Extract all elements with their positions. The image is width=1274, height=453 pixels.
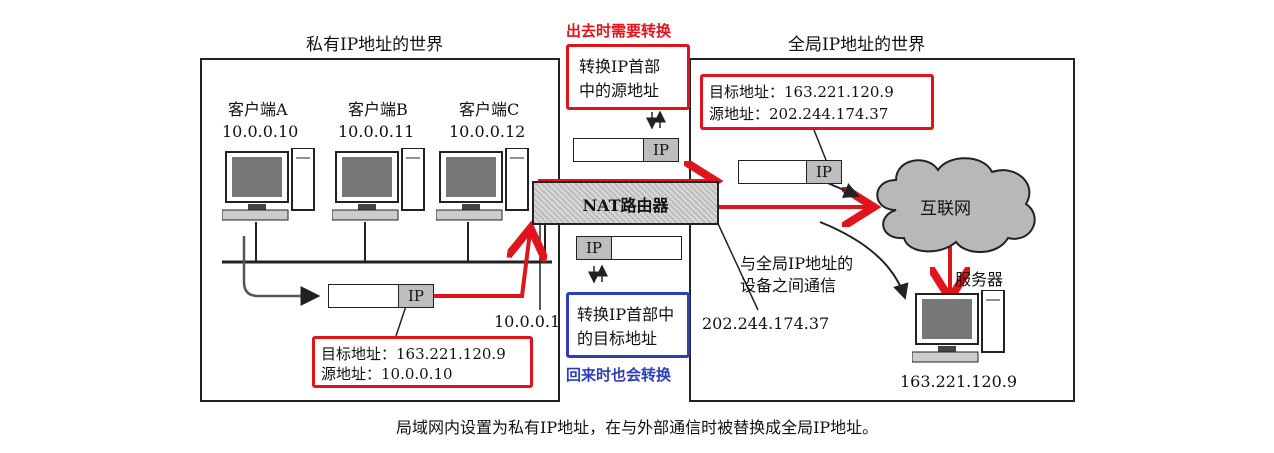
server-label: 服务器 (955, 270, 1004, 289)
outgoing-packet: IP (573, 138, 679, 162)
internet-cloud: 互联网 (866, 150, 1046, 264)
outgoing-line2: 中的源地址 (579, 81, 660, 100)
private-world-title: 私有IP地址的世界 (306, 35, 444, 55)
global-src-address: 源地址：202.244.174.37 (709, 105, 889, 123)
nat-router: NAT路由器 (532, 181, 719, 225)
client-b-label: 客户端B (348, 100, 408, 119)
global-packet: IP (738, 160, 842, 184)
outgoing-conversion-box: 转换IP首部 中的源地址 (566, 44, 690, 110)
ip-header-label: IP (806, 161, 841, 183)
comm-note-line2: 设备之间通信 (740, 276, 837, 295)
private-packet: IP (328, 284, 434, 308)
ip-header-label: IP (398, 285, 433, 307)
client-c-ip: 10.0.0.12 (449, 122, 526, 141)
diagram-caption: 局域网内设置为私有IP地址，在与外部通信时被替换成全局IP地址。 (396, 418, 879, 437)
client-b-ip: 10.0.0.11 (338, 122, 415, 141)
private-src-address: 源地址：10.0.0.10 (321, 365, 453, 383)
incoming-conversion-box: 转换IP首部中 的目标地址 (566, 292, 690, 358)
client-c-label: 客户端C (459, 100, 520, 119)
client-a-label: 客户端A (228, 100, 288, 119)
computer-icon (331, 147, 428, 232)
router-inner-ip: 10.0.0.1 (494, 312, 561, 331)
global-dst-address: 目标地址：163.221.120.9 (709, 83, 894, 101)
outgoing-line1: 转换IP首部 (579, 57, 661, 76)
global-world-title: 全局IP地址的世界 (788, 35, 926, 55)
client-a-ip: 10.0.0.10 (222, 122, 299, 141)
internet-label: 互联网 (920, 199, 971, 219)
comm-note-line1: 与全局IP地址的 (740, 254, 854, 273)
ip-header-label: IP (643, 139, 678, 161)
server-ip: 163.221.120.9 (900, 372, 1018, 391)
ip-header-label: IP (577, 237, 612, 259)
incoming-packet: IP (576, 236, 682, 260)
nat-router-label: NAT路由器 (582, 196, 669, 215)
incoming-line2: 的目标地址 (577, 329, 658, 348)
incoming-line1: 转换IP首部中 (577, 305, 675, 324)
private-dst-address: 目标地址：163.221.120.9 (321, 345, 506, 363)
global-address-box: 目标地址：163.221.120.9 源地址：202.244.174.37 (700, 74, 934, 130)
router-outer-ip: 202.244.174.37 (702, 314, 830, 333)
computer-icon (221, 147, 318, 232)
computer-icon (435, 147, 532, 232)
server-icon (911, 289, 1012, 374)
outgoing-caption: 出去时需要转换 (566, 22, 672, 40)
incoming-caption: 回来时也会转换 (566, 366, 672, 384)
private-address-box: 目标地址：163.221.120.9 源地址：10.0.0.10 (312, 336, 533, 388)
